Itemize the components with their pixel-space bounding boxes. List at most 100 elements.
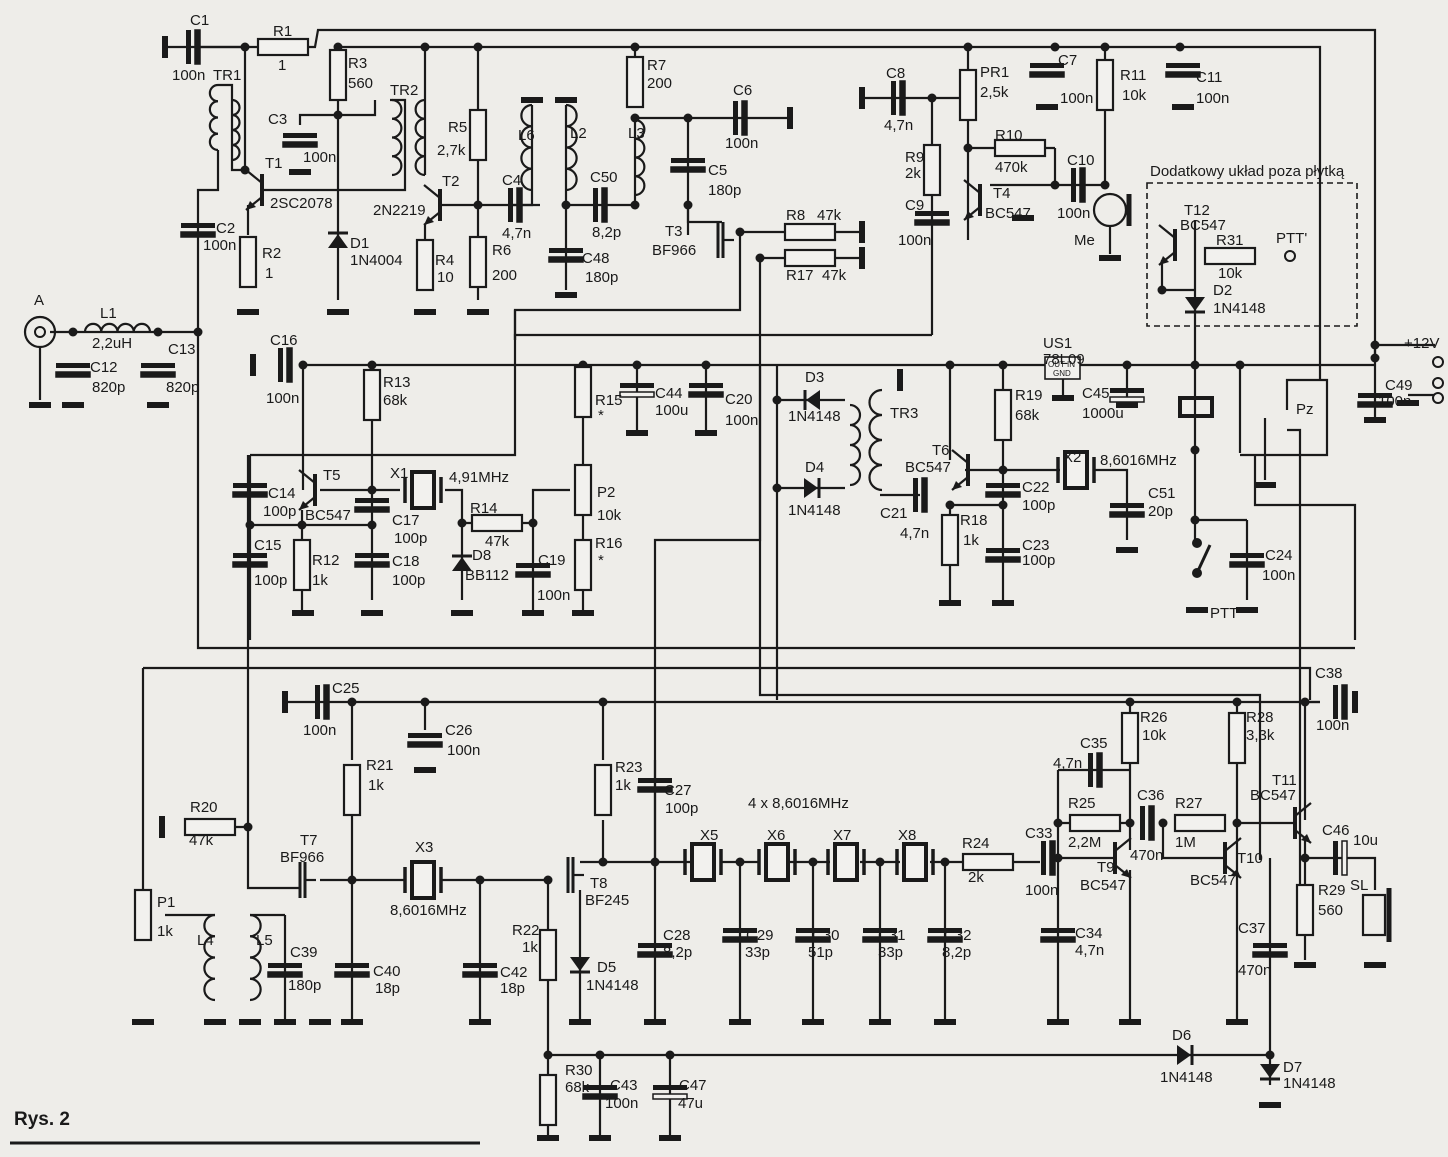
junction-dot — [1300, 853, 1310, 863]
junction-dot — [68, 327, 78, 337]
wire-rail-low — [196, 640, 1355, 650]
l4-designator-label: L4 — [197, 932, 214, 949]
junction-dot — [595, 1050, 605, 1060]
resistor-r20 — [183, 817, 237, 837]
r30-value-label: 68k — [565, 1079, 590, 1096]
resistor-r30 — [538, 1073, 558, 1127]
inductor-tr1b — [231, 98, 241, 162]
r31-designator-label: R31 — [1216, 232, 1244, 249]
mosfet-t7 — [298, 862, 316, 898]
junction-dot — [1158, 818, 1168, 828]
d1-designator-label: D1 — [350, 235, 369, 252]
d7-value-label: 1N4148 — [1283, 1075, 1336, 1092]
crystal-x7 — [826, 842, 866, 882]
junction-dot — [683, 113, 693, 123]
junction-dot — [420, 42, 430, 52]
junction-dot — [772, 483, 782, 493]
c25-designator-label: C25 — [332, 680, 360, 697]
crystal-x8 — [895, 842, 935, 882]
c45-designator-label: C45 — [1082, 385, 1110, 402]
capacitor-c7 — [1029, 63, 1065, 78]
crystal-x5 — [683, 842, 723, 882]
junction-dot — [420, 697, 430, 707]
capacitor-c23 — [985, 548, 1021, 563]
c24-designator-label: C24 — [1265, 547, 1293, 564]
r28-value-label: 3,3k — [1246, 727, 1275, 744]
x1-value-label: 4,91MHz — [449, 469, 509, 486]
c11-value-label: 100n — [1196, 90, 1229, 107]
resistor-r8 — [783, 222, 837, 242]
junction-dot — [543, 1050, 553, 1060]
d4-designator-label: D4 — [805, 459, 824, 476]
transistor-t4 — [963, 179, 982, 221]
r1-value-label: 1 — [278, 57, 286, 74]
r2-value-label: 1 — [265, 265, 273, 282]
r10-designator-label: R10 — [995, 127, 1023, 144]
diode-d8 — [452, 554, 472, 571]
junction-dot — [1300, 697, 1310, 707]
c24-value-label: 100n — [1262, 567, 1295, 584]
diode-d4 — [804, 478, 821, 498]
ptt-switch[interactable] — [1192, 538, 1212, 578]
c37-designator-label: C37 — [1238, 920, 1266, 937]
inductor-l1 — [83, 322, 152, 333]
c2-value-label: 100n — [203, 237, 236, 254]
l6-designator-label: L6 — [518, 127, 535, 144]
r24-value-label: 2k — [968, 869, 984, 886]
transistor-t12 — [1158, 224, 1177, 266]
r20-designator-label: R20 — [190, 799, 218, 816]
junction-dot — [1232, 697, 1242, 707]
c15-designator-label: C15 — [254, 537, 282, 554]
c25-value-label: 100n — [303, 722, 336, 739]
c6-value-label: 100n — [725, 135, 758, 152]
t4-value-label: BC547 — [985, 205, 1031, 222]
c32-value-label: 8,2p — [942, 944, 971, 961]
x2-designator-label: X2 — [1063, 449, 1081, 466]
labels: C1100nR11TR1R3560C3100nTR2T12SC2078C2100… — [90, 12, 1413, 1112]
c48-designator-label: C48 — [582, 250, 610, 267]
r29-value-label: 560 — [1318, 902, 1343, 919]
c10-designator-label: C10 — [1067, 152, 1095, 169]
c48-value-label: 180p — [585, 269, 618, 286]
c47-designator-label: C47 — [679, 1077, 707, 1094]
junction-dot — [1190, 360, 1200, 370]
relay-coil-pz — [1178, 396, 1214, 418]
r4-designator-label: R4 — [435, 252, 454, 269]
c22-designator-label: C22 — [1022, 479, 1050, 496]
resistor-r23 — [593, 763, 613, 817]
r4-value-label: 10 — [437, 269, 454, 286]
c49-value-label: 100n — [1378, 393, 1411, 410]
c50-value-label: 8,2p — [592, 224, 621, 241]
r15-designator-label: R15 — [595, 392, 623, 409]
resistor-r24 — [961, 852, 1015, 872]
r14-value-label: 47k — [485, 533, 510, 550]
capacitor-c49 — [1357, 393, 1393, 408]
c33-designator-label: C33 — [1025, 825, 1053, 842]
r19-value-label: 68k — [1015, 407, 1040, 424]
antenna-connector — [23, 315, 57, 400]
c6-designator-label: C6 — [733, 82, 752, 99]
c16-designator-label: C16 — [270, 332, 298, 349]
c47-value-label: 47u — [678, 1095, 703, 1112]
capacitor-c33 — [1041, 840, 1056, 876]
t2-value-label: 2N2219 — [373, 202, 426, 219]
d1-value-label: 1N4004 — [350, 252, 403, 269]
junction-dot — [1190, 515, 1200, 525]
r11-value-label: 10k — [1122, 87, 1147, 104]
r23-designator-label: R23 — [615, 759, 643, 776]
r21-value-label: 1k — [368, 777, 384, 794]
junction-dot — [632, 360, 642, 370]
d8-designator-label: D8 — [472, 547, 491, 564]
r12-value-label: 1k — [312, 572, 328, 589]
c27-value-label: 100p — [665, 800, 698, 817]
c9-designator-label: C9 — [905, 197, 924, 214]
r14-designator-label: R14 — [470, 500, 498, 517]
c33-value-label: 100n — [1025, 882, 1058, 899]
us1-value-label: 78L09 — [1043, 351, 1085, 368]
t11-designator-label: T11 — [1272, 772, 1297, 789]
t10-value-label: BC547 — [1190, 872, 1236, 889]
junction-dot — [367, 520, 377, 530]
r17-value-label: 47k — [822, 267, 847, 284]
antenna-label: A — [34, 292, 44, 309]
